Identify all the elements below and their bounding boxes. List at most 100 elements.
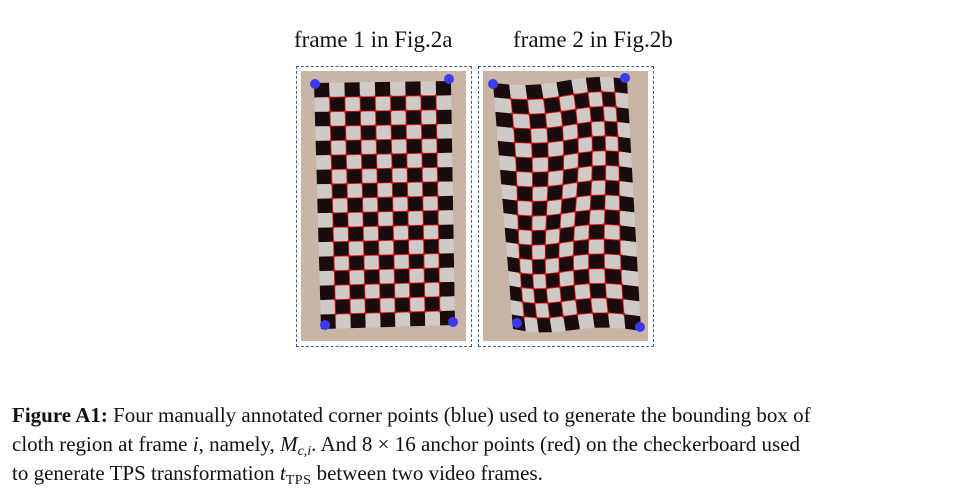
frame-1-anchor-point <box>405 137 408 141</box>
frame-2-checker-square <box>619 210 636 228</box>
frame-2-checker-square <box>509 285 523 303</box>
frame-2-checker-square <box>548 155 564 172</box>
frame-1-checker-square <box>435 81 452 96</box>
frame-2-checker-square <box>535 303 550 318</box>
frame-2-anchor-point <box>620 283 624 286</box>
frame-2-checker-square <box>547 184 563 201</box>
frame-2-anchor-point <box>557 95 561 99</box>
frame-2-anchor-point <box>530 200 534 203</box>
frame-1-anchor-point <box>375 152 378 156</box>
frame-1-checker-square <box>345 140 362 155</box>
frame-2-checker-square <box>532 157 549 173</box>
frame-2-anchor-point <box>544 228 548 232</box>
frame-1-checker-square <box>375 125 392 140</box>
frame-1-checker-square <box>421 110 437 125</box>
frame-2-checker-square <box>520 273 534 289</box>
frame-1-checker-square <box>406 153 423 168</box>
frame-2-checker-square <box>532 186 548 202</box>
frame-1-anchor-point <box>406 224 410 227</box>
frame-2-anchor-row-line <box>510 91 615 101</box>
frame-1-anchor-point <box>421 180 424 184</box>
frame-1-checker-square <box>329 97 346 112</box>
frame-1-checker-square <box>405 81 421 97</box>
frame-2-anchor-row-line <box>516 164 619 173</box>
frame-1-checker-square <box>346 168 363 184</box>
frame-2-anchor-row-line <box>512 105 617 115</box>
frame-2-checker-square <box>545 111 563 128</box>
frame-2-anchor-point <box>548 316 552 320</box>
frame-1-checker-square <box>421 138 438 154</box>
frame-1-anchor-point <box>404 123 408 127</box>
frame-1-anchor-point <box>359 138 363 142</box>
frame-2-anchor-point <box>576 166 580 170</box>
frame-2-checker-square <box>617 136 632 154</box>
frame-1-anchor-point <box>421 223 425 227</box>
frame-1-anchor-col-line <box>389 96 396 313</box>
frame-1-checker-square <box>314 97 330 112</box>
frame-1-anchor-point <box>328 110 332 114</box>
frame-1-anchor-point <box>360 153 363 156</box>
frame-1-checker-square <box>318 227 334 243</box>
frame-1-checker-square <box>437 152 453 168</box>
frame-2-anchor-point <box>557 271 561 274</box>
frame-2-anchor-point <box>574 107 578 111</box>
frame-1-anchor-row-line <box>331 166 438 170</box>
frame-1-corner-point <box>320 320 330 330</box>
frame-2-checker-square <box>516 186 533 202</box>
frame-2-checker-square <box>518 229 532 246</box>
frame-1-anchor-point <box>378 282 381 286</box>
frame-2-checker-square <box>547 170 564 187</box>
frame-1-checker-square <box>437 181 453 197</box>
frame-1-anchor-point <box>390 152 394 156</box>
frame-1-anchor-row-line <box>330 123 437 127</box>
frame-1-checker-square <box>333 227 349 242</box>
frame-2-anchor-point <box>557 241 561 245</box>
frame-1-checker-square <box>375 96 391 111</box>
frame-1-anchor-point <box>435 122 438 126</box>
frame-2-checker-square <box>517 215 533 231</box>
frame-1-anchor-point <box>423 295 427 299</box>
frame-1-checker-square <box>408 210 424 226</box>
frame-2-checker-square <box>574 283 591 300</box>
frame-2-anchor-col-line <box>572 94 579 315</box>
frame-2-checker-square <box>562 123 579 141</box>
frame-2-anchor-point <box>603 267 607 271</box>
frame-2-checker-square <box>592 150 606 166</box>
frame-1-checker-square <box>361 168 378 184</box>
frame-2-anchor-point <box>616 135 620 139</box>
frame-2-checker-square <box>589 106 605 122</box>
frame-1-checker-square <box>374 81 391 97</box>
frame-1-checker-square <box>377 197 393 212</box>
frame-1-checker-square <box>365 312 381 328</box>
frame-2-panel <box>478 66 654 347</box>
frame-2-checker-square <box>517 200 533 216</box>
frame-2-checker-square <box>493 83 511 99</box>
frame-1-checker-square <box>344 82 360 97</box>
frame-1-anchor-point <box>422 238 425 242</box>
frame-1-checker-square <box>333 255 350 271</box>
frame-2-anchor-point <box>546 301 550 305</box>
frame-2-checker-square <box>601 91 617 108</box>
frame-1-anchor-point <box>331 225 335 229</box>
frame-1-checker-square <box>392 196 408 212</box>
frame-1-anchor-point <box>373 95 377 98</box>
frame-1-anchor-point <box>408 281 411 285</box>
frame-1-anchor-point <box>376 224 380 228</box>
frame-1-anchor-point <box>437 280 441 284</box>
frame-1-checker-square <box>377 182 393 198</box>
frame-1-checker-square <box>439 296 455 312</box>
frame-2-anchor-point <box>590 164 594 168</box>
frame-1-anchor-point <box>437 237 440 241</box>
frame-2-anchor-col-line <box>510 98 525 317</box>
frame-1-anchor-row-line <box>333 224 439 228</box>
frame-1-anchor-point <box>363 297 367 301</box>
frame-1-anchor-point <box>407 267 411 271</box>
frame-2-corner-point <box>512 318 522 328</box>
frame-2-checker-square <box>545 213 561 231</box>
frame-2-checker-square <box>559 285 576 302</box>
frame-1-anchor-point <box>407 238 410 242</box>
frame-1-checker-square <box>394 283 410 298</box>
frame-2-checker-square <box>604 239 621 255</box>
frame-2-checker-square <box>556 79 574 97</box>
frame-1-checker-square <box>407 196 423 212</box>
